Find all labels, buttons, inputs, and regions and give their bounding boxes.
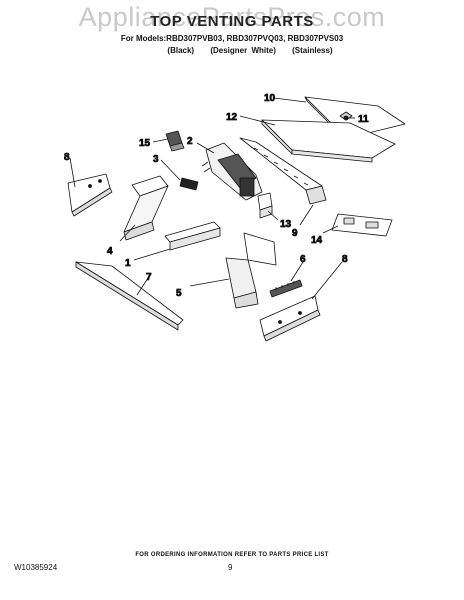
part-2-blower-assembly: [201, 142, 263, 201]
callout-11: 11: [358, 114, 369, 125]
part-3-block: [179, 177, 199, 191]
color-white: (Designer White): [210, 46, 276, 55]
callout-13: 13: [280, 219, 292, 230]
callout-10: 10: [264, 93, 276, 104]
ordering-note: FOR ORDERING INFORMATION REFER TO PARTS …: [135, 552, 329, 558]
part-8-right-bracket: [259, 295, 321, 342]
part-9-frame: [239, 137, 327, 205]
part-15-switch: [165, 130, 185, 152]
part-12-cover-panel: [261, 119, 396, 163]
part-8-left-bracket: [67, 173, 113, 217]
model-list: For Models:RBD307PVB03, RBD307PVQ03, RBD…: [120, 34, 344, 43]
callout-2: 2: [187, 136, 193, 147]
callout-14: 14: [311, 235, 323, 246]
part-6-terminal-strip: [269, 279, 303, 298]
callout-8-right: 8: [342, 254, 348, 265]
callout-15: 15: [139, 138, 151, 149]
part-11-screw: [343, 115, 349, 121]
callout-1: 1: [125, 258, 131, 269]
callout-8-left: 8: [64, 152, 70, 163]
part-5-housing: [225, 232, 277, 309]
part-4-vent-duct: [123, 175, 169, 241]
callout-5: 5: [176, 288, 182, 299]
callout-7: 7: [146, 272, 152, 283]
color-stainless: (Stainless): [292, 46, 333, 55]
watermark: AppliancePartsPros.com: [78, 2, 386, 32]
callout-12: 12: [226, 112, 238, 123]
page-number: 9: [228, 563, 233, 572]
callout-4: 4: [107, 246, 113, 257]
document-number: W10385924: [14, 563, 58, 572]
color-black: (Black): [167, 46, 195, 55]
callout-3: 3: [153, 154, 159, 165]
part-13-clip: [257, 192, 273, 219]
part-7-long-rail: [75, 261, 184, 331]
callout-6: 6: [300, 254, 306, 265]
callout-9: 9: [292, 228, 298, 239]
leader-lines: [69, 97, 355, 300]
part-1-rail: [164, 221, 221, 251]
page-title: TOP VENTING PARTS: [150, 13, 314, 30]
color-variants: (Black) (Designer White) (Stainless): [140, 46, 360, 55]
part-14-mounting-plate: [331, 213, 393, 237]
